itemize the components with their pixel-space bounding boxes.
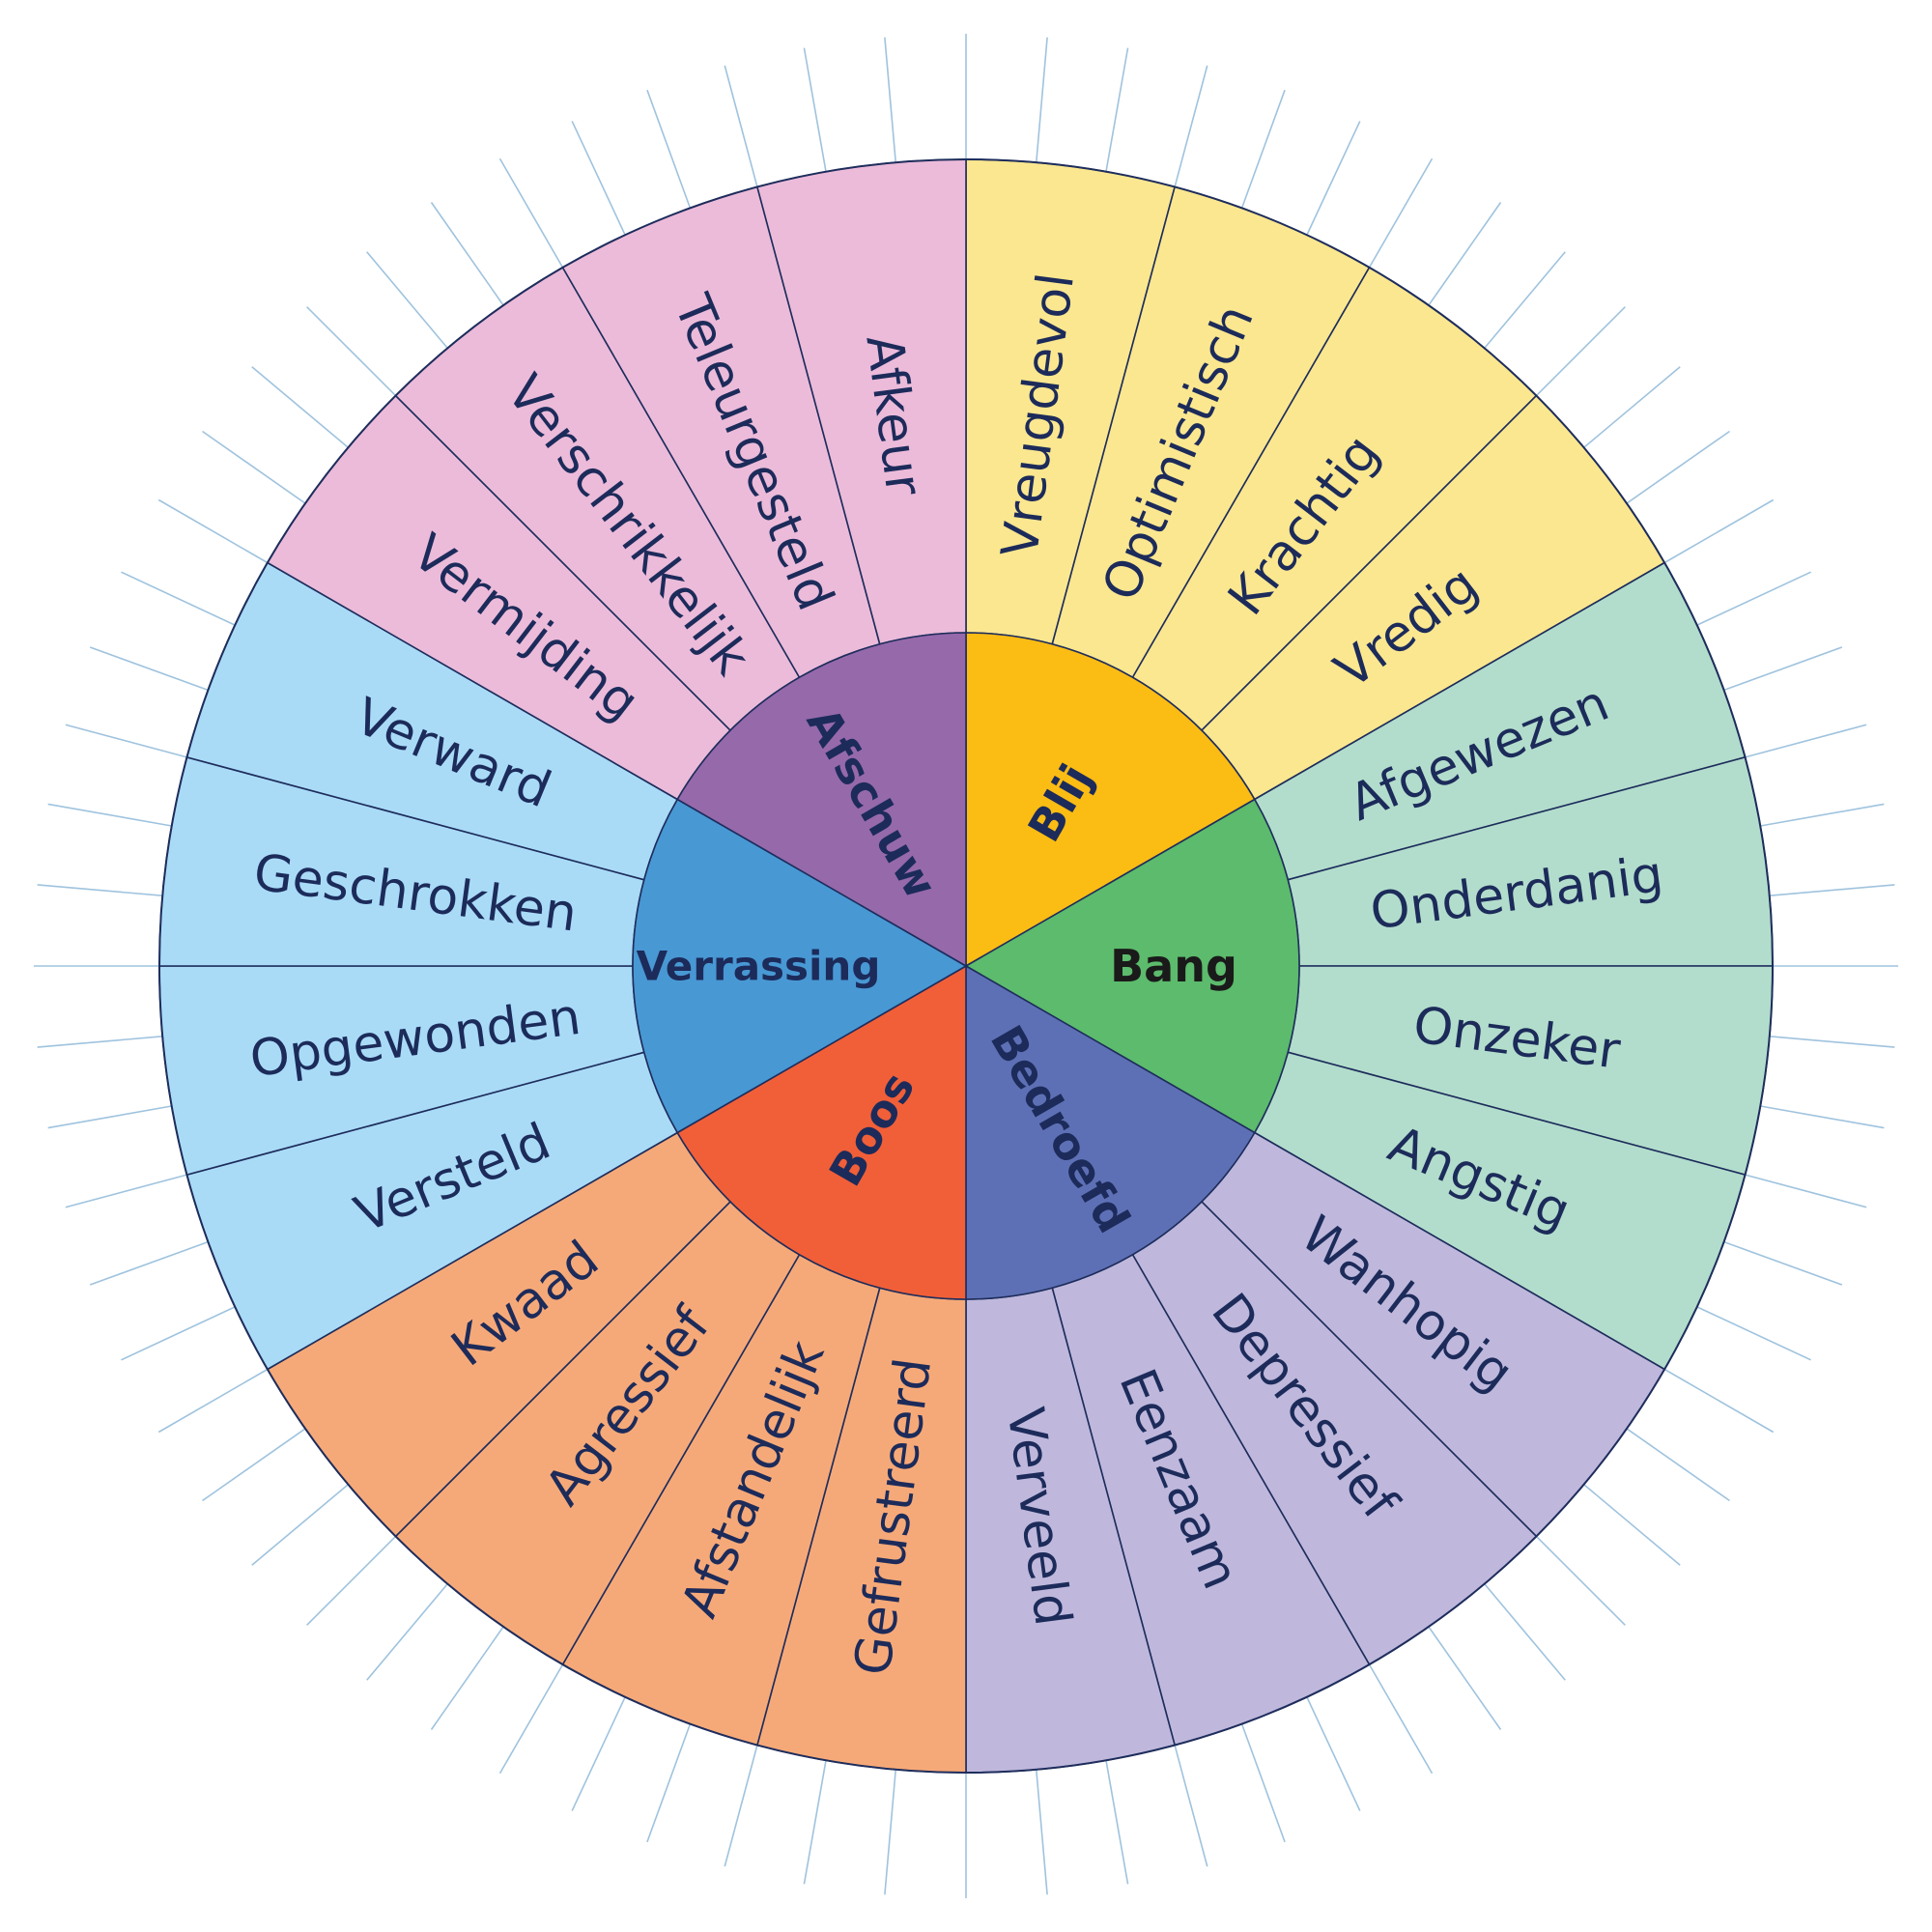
inner-core (632, 632, 1300, 1300)
ray-line (1760, 1105, 1885, 1129)
ray-line (202, 430, 306, 504)
ray-line (157, 1368, 269, 1434)
ray-line (1723, 1240, 1843, 1286)
ray-line (1368, 1663, 1434, 1775)
ray-line (251, 366, 349, 448)
ray-line (1428, 1626, 1502, 1730)
ray-line (1428, 202, 1502, 306)
ray-line (1583, 1484, 1681, 1566)
ray-line (1696, 1306, 1811, 1361)
ray-line (498, 157, 564, 269)
ray-line (65, 1174, 187, 1208)
outer-ring (158, 158, 1774, 1774)
ray-line (1745, 1174, 1867, 1208)
ray-line (1240, 1723, 1286, 1843)
ray-line (1174, 65, 1208, 187)
ray-lines (34, 34, 1898, 1898)
ray-line (1723, 646, 1843, 692)
ray-line (89, 646, 209, 692)
ray-line (1484, 251, 1566, 349)
ray-line (37, 884, 163, 897)
ray-line (571, 121, 626, 236)
ray-line (803, 1760, 827, 1885)
ray-line (1663, 498, 1775, 564)
ray-line (1306, 121, 1361, 236)
ray-line (65, 724, 187, 758)
ray-line (724, 65, 758, 187)
ray-line (121, 1306, 236, 1361)
ray-line (366, 251, 448, 349)
ray-line (121, 571, 236, 626)
ray-line (47, 1105, 172, 1129)
ray-line (1663, 1368, 1775, 1434)
ray-line (430, 202, 504, 306)
ray-line (1240, 89, 1286, 209)
ray-line (724, 1745, 758, 1867)
ray-line (1368, 157, 1434, 269)
ray-line (1105, 1760, 1129, 1885)
ray-line (1105, 47, 1129, 172)
outer-circle (158, 158, 1774, 1774)
ray-line (1035, 37, 1048, 163)
ray-line (1035, 1769, 1048, 1895)
ray-line (1535, 306, 1626, 397)
ray-line (1583, 366, 1681, 448)
core-wedge-boos[interactable] (676, 964, 967, 1300)
ray-line (1760, 803, 1885, 827)
ray-line (498, 1663, 564, 1775)
ray-line (1484, 1583, 1566, 1681)
core-wedge-bang[interactable] (964, 798, 1300, 1134)
core-wedge-bedroefd[interactable] (965, 964, 1256, 1300)
core-wedge-afschuw[interactable] (676, 632, 967, 968)
core-label-verrassing: Verrassing (637, 943, 881, 990)
ray-line (157, 498, 269, 564)
ray-line (646, 89, 692, 209)
ray-line (884, 37, 897, 163)
ray-line (251, 1484, 349, 1566)
ray-line (1174, 1745, 1208, 1867)
ray-line (1626, 1428, 1730, 1502)
ray-line (1696, 571, 1811, 626)
ray-line (803, 47, 827, 172)
core-wedge-blij[interactable] (965, 632, 1256, 968)
ray-line (1745, 724, 1867, 758)
ray-line (89, 1240, 209, 1286)
ray-line (1535, 1535, 1626, 1626)
core-label-bang: Bang (1110, 940, 1237, 992)
ray-line (1626, 430, 1730, 504)
ray-line (306, 306, 397, 397)
ray-line (306, 1535, 397, 1626)
ray-line (37, 1035, 163, 1048)
ray-line (571, 1696, 626, 1811)
core-wedge-verrassing[interactable] (632, 798, 968, 1134)
ray-line (1769, 1035, 1895, 1048)
ray-line (202, 1428, 306, 1502)
ray-line (47, 803, 172, 827)
ray-line (884, 1769, 897, 1895)
ray-line (430, 1626, 504, 1730)
ray-line (1306, 1696, 1361, 1811)
ray-line (366, 1583, 448, 1681)
ray-line (646, 1723, 692, 1843)
ray-line (1769, 884, 1895, 897)
